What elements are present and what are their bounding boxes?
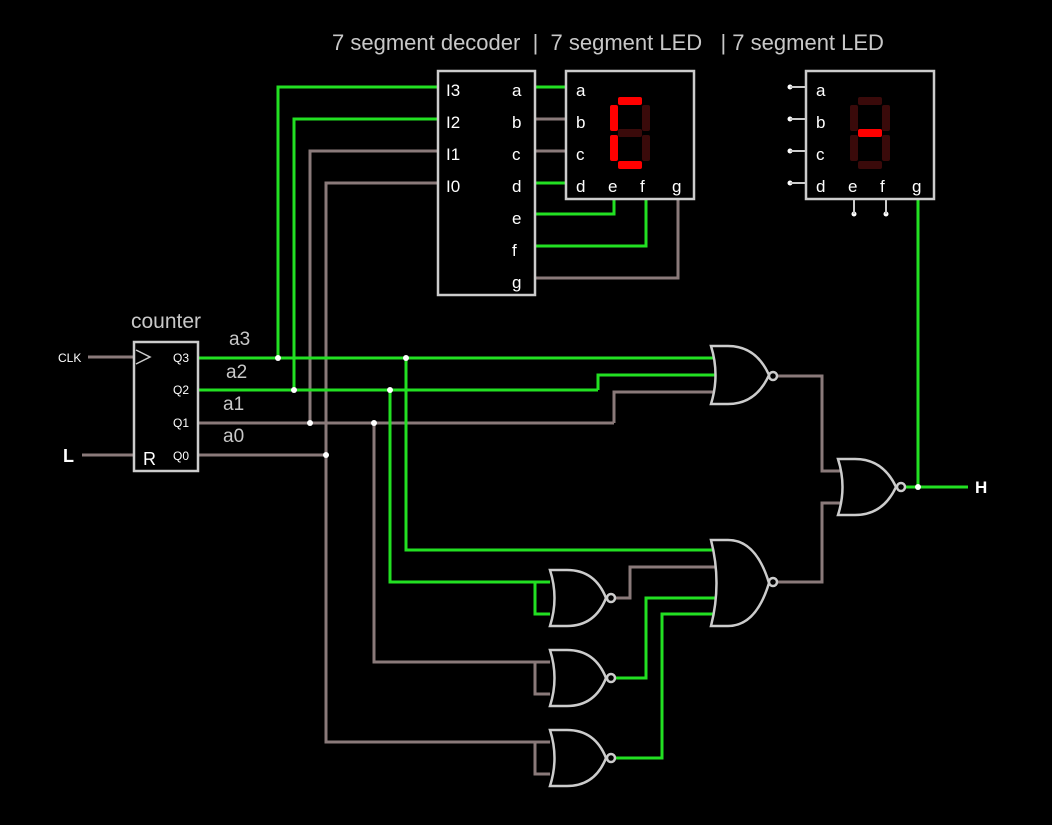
wire-a3-to-nor2 (404, 358, 716, 552)
wire-a1-to-nor4 (372, 423, 550, 696)
wire-a2-to-nor1 (596, 373, 716, 390)
signal-a1-label: a1 (223, 394, 244, 415)
decoder-input-i1: I1 (446, 145, 460, 164)
led1-segment-b (642, 105, 650, 131)
wire-dec-e (535, 199, 616, 216)
counter-title: counter (131, 310, 201, 333)
clk-label: CLK (58, 351, 81, 365)
header-title: 7 segment decoder | 7 segment LED | 7 se… (332, 30, 884, 55)
led2-segment-f (850, 105, 858, 131)
nor-gate-1[interactable] (709, 344, 779, 406)
signal-a0-label: a0 (223, 426, 244, 447)
led1-digit-display: C (610, 97, 650, 169)
decoder-output-e: e (512, 209, 521, 228)
wire-a1-to-nor1 (612, 390, 716, 423)
led2-segment-d (858, 161, 882, 169)
led2-segment-a (858, 97, 882, 105)
led1-segment-e (610, 135, 618, 161)
nor-gate-final[interactable] (836, 457, 907, 517)
output-h-label: H (975, 478, 987, 497)
led2-segment-b (882, 105, 890, 131)
nor-gate-5[interactable] (548, 728, 617, 788)
wire-a0-to-nor5 (324, 455, 550, 776)
led2-pin-c: c (816, 145, 825, 164)
led1-segment-g (618, 129, 642, 137)
led1-segment-c (642, 135, 650, 161)
q2-label: Q2 (173, 383, 189, 397)
wire-a2-to-i2 (292, 117, 438, 390)
decoder-output-g: g (512, 273, 521, 292)
wire-dec-f (535, 199, 648, 248)
led2-pin-stubs (790, 86, 887, 214)
led2-pin-a: a (816, 81, 826, 100)
led2-segment-e (850, 135, 858, 161)
led1-segment-a (618, 97, 642, 105)
decoder-output-c: c (512, 145, 521, 164)
q0-label: Q0 (173, 449, 189, 463)
led1-pin-e: e (608, 177, 617, 196)
counter-component[interactable]: counter CLK R Q3 Q2 Q1 Q0 (58, 310, 201, 473)
wire-nor2-out (776, 501, 842, 584)
signal-a2-label: a2 (226, 362, 247, 383)
led1-pin-a: a (576, 81, 586, 100)
decoder-output-b: b (512, 113, 521, 132)
led1-pin-d: d (576, 177, 585, 196)
decoder-output-f: f (512, 241, 517, 260)
signal-a3-label: a3 (229, 329, 250, 350)
q3-label: Q3 (173, 351, 189, 365)
led2-pin-g: g (912, 177, 921, 196)
led2-component[interactable]: a b c d e f g - (804, 69, 936, 201)
decoder-output-a: a (512, 81, 522, 100)
junctions (275, 84, 921, 490)
wires-low (82, 117, 842, 776)
reset-input-label[interactable]: L (63, 446, 74, 466)
gates (548, 344, 907, 788)
led1-pin-b: b (576, 113, 585, 132)
wires-high (198, 85, 968, 760)
led1-pin-c: c (576, 145, 585, 164)
counter-box (132, 340, 200, 473)
led2-segment-g (858, 129, 882, 137)
reset-pin-label: R (143, 449, 156, 469)
wire-dec-g (535, 199, 680, 280)
led2-pin-b: b (816, 113, 825, 132)
led1-segment-d (618, 161, 642, 169)
wire-a3-to-i3 (276, 85, 438, 358)
wire-a1-to-i1 (308, 149, 438, 423)
led2-segment-c (882, 135, 890, 161)
clock-triangle-icon (135, 349, 152, 365)
decoder-input-i0: I0 (446, 177, 460, 196)
led1-component[interactable]: a b c d e f g C (564, 69, 696, 201)
decoder-input-i3: I3 (446, 81, 460, 100)
wire-nor1-out (778, 374, 842, 473)
nor-gate-4[interactable] (548, 648, 617, 708)
wire-nor4-out (616, 596, 716, 680)
wire-nor5-out (616, 612, 716, 760)
decoder-box (436, 69, 537, 297)
decoder-input-i2: I2 (446, 113, 460, 132)
wire-nor3-out (616, 565, 716, 600)
wire-a0-to-i0 (324, 181, 438, 455)
decoder-component[interactable]: I3 I2 I1 I0 a b c d e f g (436, 69, 537, 297)
led2-pin-d: d (816, 177, 825, 196)
nor-gate-2[interactable] (709, 538, 779, 628)
nor-gate-3[interactable] (548, 568, 617, 628)
led1-pin-f: f (640, 177, 645, 196)
led1-pin-g: g (672, 177, 681, 196)
q1-label: Q1 (173, 416, 189, 430)
led2-digit-display: - (850, 97, 890, 169)
led2-pin-e: e (848, 177, 857, 196)
decoder-output-d: d (512, 177, 521, 196)
led1-segment-f (610, 105, 618, 131)
led2-pin-f: f (880, 177, 885, 196)
